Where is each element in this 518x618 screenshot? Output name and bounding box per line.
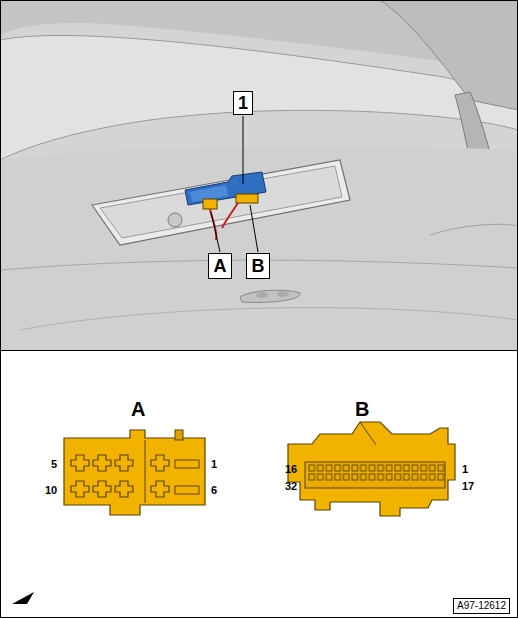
callout-letter: A [209,254,231,278]
pin-number: 16 [285,464,297,475]
pin-number: 5 [51,459,57,470]
callout-letter: 1 [234,92,252,114]
pin-number: 32 [285,481,297,492]
pin-number: 1 [211,459,217,470]
figure-id-box: A97-12612 [453,598,510,614]
figure-id: A97-12612 [454,599,509,613]
connector-label: A [131,399,145,419]
connector-label: B [355,399,369,419]
pin-number: 17 [462,481,474,492]
callout-letter: B [247,254,269,278]
pin-number: 10 [45,485,57,496]
callout-box: B [246,253,270,279]
pin-number: 1 [462,464,468,475]
callout-box: A [208,253,232,279]
pin-number: 6 [211,485,217,496]
callout-box: 1 [233,91,253,115]
